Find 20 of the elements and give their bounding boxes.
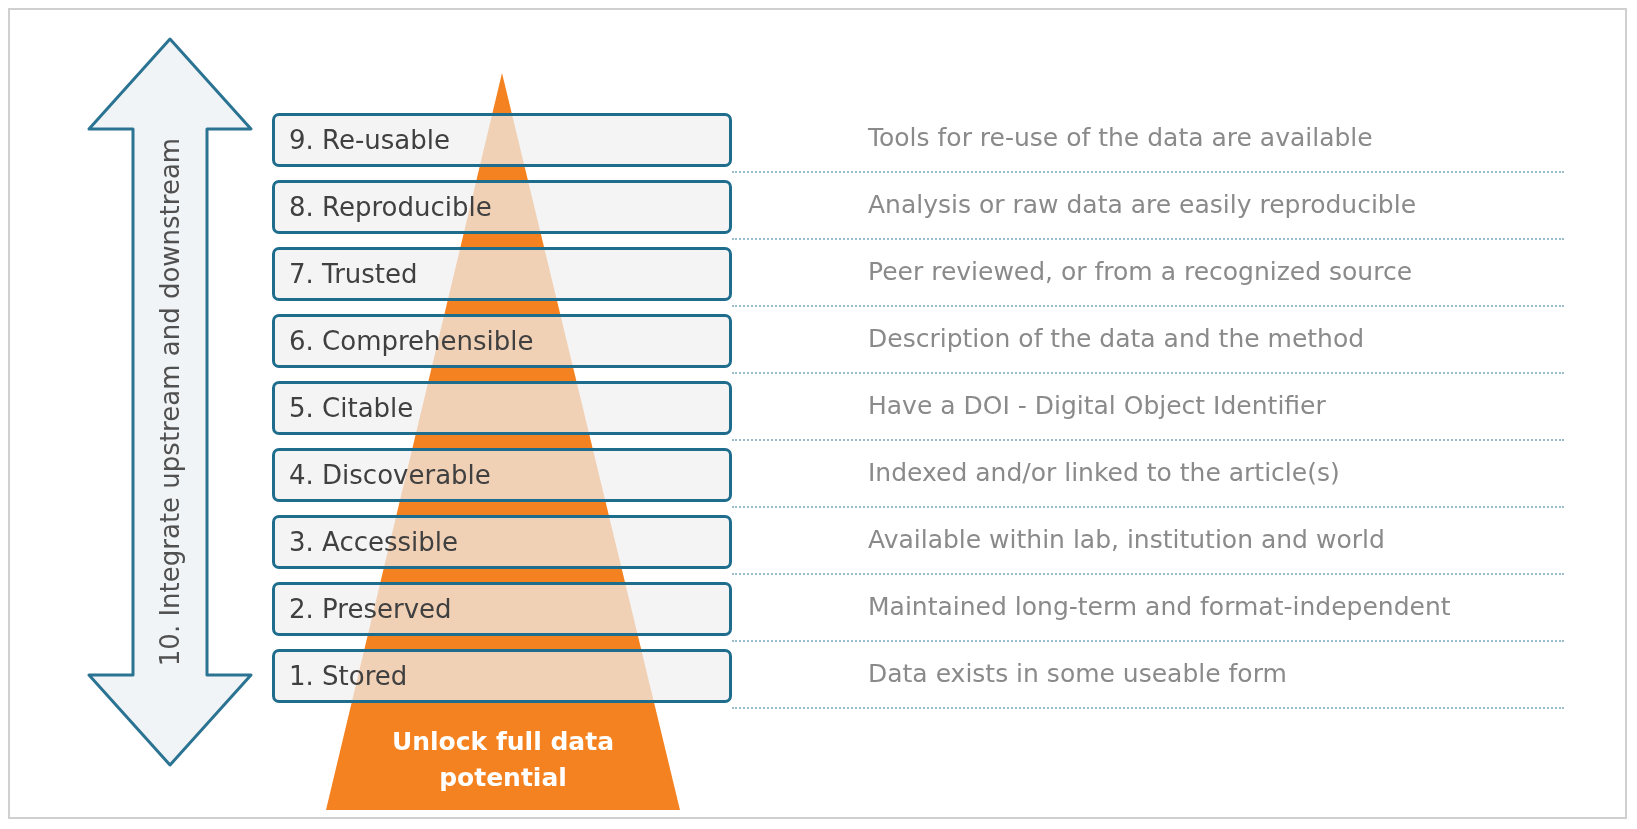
description-text: Analysis or raw data are easily reproducible (868, 190, 1417, 219)
pyramid-label: Unlock full data potential (390, 726, 616, 794)
level-box: 7. Trusted (272, 247, 732, 301)
arrow-label: 10. Integrate upstream and downstream (155, 137, 185, 667)
level-box: 6. Comprehensible (272, 314, 732, 368)
level-box: 8. Reproducible (272, 180, 732, 234)
description-text: Tools for re-use of the data are available (868, 123, 1373, 152)
description-text: Have a DOI - Digital Object Identifier (868, 391, 1326, 420)
description-text: Peer reviewed, or from a recognized source (868, 257, 1413, 286)
description-text: Data exists in some useable form (868, 659, 1287, 688)
level-box: 2. Preserved (272, 582, 732, 636)
level-box: 9. Re-usable (272, 113, 732, 167)
description-text: Indexed and/or linked to the article(s) (868, 458, 1340, 487)
level-box: 5. Citable (272, 381, 732, 435)
level-box: 1. Stored (272, 649, 732, 703)
level-box: 4. Discoverable (272, 448, 732, 502)
description-text: Maintained long-term and format-independent (868, 592, 1451, 621)
level-box: 3. Accessible (272, 515, 732, 569)
description-text: Available within lab, institution and world (868, 525, 1385, 554)
description-text: Description of the data and the method (868, 324, 1365, 353)
